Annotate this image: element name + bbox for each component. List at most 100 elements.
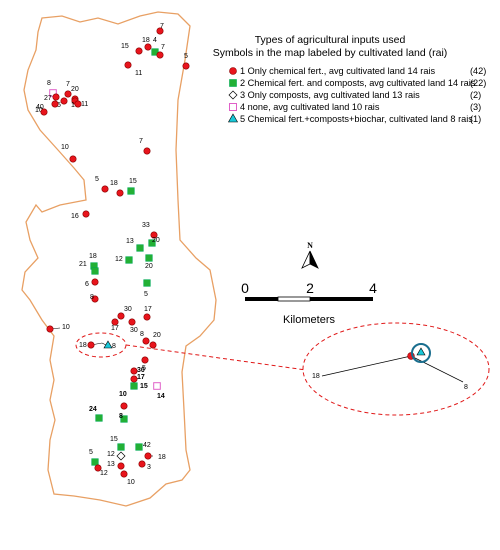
inset-label-18: 18	[312, 373, 320, 380]
sample-point: 18	[79, 341, 95, 349]
sample-point: 10	[61, 144, 77, 163]
sample-point: 21	[79, 261, 99, 275]
legend-item-3-label: 3 Only composts, avg cultivated land 13 …	[240, 90, 420, 100]
point-label: 8	[119, 413, 123, 420]
sample-point: 18	[89, 253, 98, 270]
legend: Types of agricultural inputs used Symbol…	[213, 34, 487, 124]
point-label: 17	[137, 374, 145, 381]
sample-point: 3	[138, 460, 151, 471]
point-label: 13	[126, 238, 134, 245]
sample-point: 15	[130, 382, 148, 390]
red-circle-marker	[150, 231, 158, 239]
point-label: 13	[107, 461, 115, 468]
legend-item-2-count: (22)	[470, 78, 486, 88]
green-square-marker	[91, 458, 99, 466]
red-circle-marker	[142, 337, 150, 345]
sample-point: 4	[151, 37, 159, 56]
point-label: 10	[35, 107, 43, 114]
sample-point: 14	[153, 382, 165, 400]
point-label: 5	[89, 449, 93, 456]
sample-points-layer: 1518471157872027510111071051815163320131…	[35, 23, 190, 486]
sample-point: 11	[74, 100, 88, 108]
sample-point: 24	[89, 406, 103, 422]
point-label: 5	[144, 291, 148, 298]
red-circle-marker	[135, 47, 143, 55]
sample-point: 30	[117, 306, 132, 320]
sample-point: 20	[145, 254, 153, 270]
sample-point: 12	[107, 451, 126, 461]
point-label: 20	[145, 263, 153, 270]
legend-item-5-label: 5 Chemical fert.+composts+biochar, culti…	[240, 114, 473, 124]
point-label: 11	[135, 70, 142, 77]
red-circle-marker	[51, 100, 59, 108]
point-label: 8	[47, 80, 51, 87]
sample-point: 18	[110, 180, 124, 197]
legend-item-4-label: 4 none, avg cultivated land 10 rais	[240, 102, 380, 112]
red-circle-marker	[149, 341, 157, 349]
sample-point: 8	[140, 331, 150, 345]
point-label: 6	[85, 281, 89, 288]
point-label: 15	[129, 178, 137, 185]
sample-point: 8	[103, 340, 116, 350]
point-label: 42	[143, 442, 151, 449]
red-circle-marker	[87, 341, 95, 349]
red-circle-marker	[182, 62, 190, 70]
red-circle-marker	[143, 147, 151, 155]
red-circle-marker	[156, 51, 164, 59]
point-label: 5	[184, 53, 188, 60]
point-label: 10	[62, 324, 70, 331]
sample-point: 33	[142, 222, 158, 239]
red-circle-marker	[69, 155, 77, 163]
north-arrow-left-icon	[301, 250, 311, 269]
sample-point: 7	[156, 23, 164, 35]
scale-tick-0: 0	[241, 280, 249, 296]
north-arrow-right-icon	[309, 250, 319, 269]
legend-item-3-count: (2)	[470, 90, 481, 100]
scale-segment-1	[245, 297, 278, 301]
legend-subtitle: Symbols in the map labeled by cultivated…	[213, 47, 448, 59]
legend-item-2-label: 2 Chemical fert. and composts, avg culti…	[240, 78, 476, 88]
sample-point: 6	[85, 278, 99, 288]
white-diamond-marker	[116, 451, 126, 461]
point-label: 18	[89, 253, 97, 260]
sample-point: 10	[46, 324, 70, 333]
point-label: 16	[71, 213, 79, 220]
green-square-marker	[136, 244, 144, 252]
scale-bar: 0 2 4 Kilometers	[241, 280, 377, 326]
red-circle-marker	[116, 189, 124, 197]
sample-point: 10	[120, 470, 135, 486]
sample-point: 5	[89, 449, 99, 466]
point-label: 18	[110, 180, 118, 187]
inset-line-18	[321, 355, 412, 377]
point-label: 3	[147, 464, 151, 471]
point-label: 15	[121, 43, 129, 50]
green-square-marker	[127, 187, 135, 195]
red-circle-marker	[117, 462, 125, 470]
point-label: 11	[81, 101, 88, 108]
sample-point: 8	[90, 294, 99, 303]
inset-zoom: 18 8	[302, 322, 490, 416]
sample-point: 8	[119, 413, 128, 423]
sample-point: 7	[139, 138, 151, 155]
study-area-boundary	[21, 11, 217, 507]
sample-point: 27	[44, 93, 60, 102]
sample-point: 17	[143, 306, 152, 321]
sample-point: 5	[95, 176, 109, 193]
inset-line-8	[410, 355, 464, 383]
red-circle-marker	[101, 185, 109, 193]
scale-segment-3	[310, 297, 373, 301]
red-circle-marker	[156, 27, 164, 35]
point-label: 17	[144, 306, 152, 313]
sample-point: 30	[128, 318, 138, 334]
point-label: 5	[142, 365, 146, 372]
red-circle-marker	[144, 43, 152, 51]
point-label: 7	[160, 23, 164, 30]
red-circle-marker	[94, 464, 102, 472]
red-circle-marker	[46, 325, 54, 333]
pink-square-marker	[153, 382, 161, 390]
sample-point: 30	[130, 367, 145, 375]
green-square-marker	[143, 279, 151, 287]
point-label: 20	[71, 86, 79, 93]
